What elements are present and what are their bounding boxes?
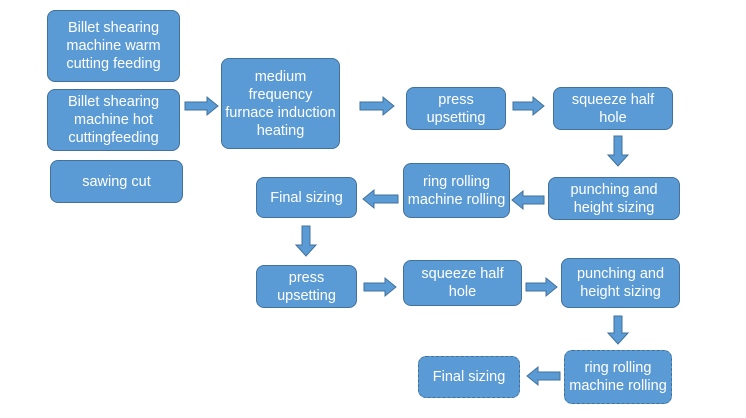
node-label: sawing cut	[82, 173, 151, 190]
node-label: Final sizing	[432, 369, 506, 385]
billet-hot-cutting-node: Billet shearing machine hot cuttingfeedi…	[47, 89, 180, 151]
arrow-right-icon	[359, 95, 395, 117]
arrow-down-icon	[606, 315, 630, 345]
node-label: Final sizing	[270, 189, 343, 206]
node-label: punching and height sizing	[570, 181, 658, 216]
node-label: punching and height sizing	[576, 266, 665, 300]
arrow-right-icon	[525, 276, 558, 298]
node-label: squeeze half hole	[421, 266, 504, 300]
press-upsetting-node-1: press upsetting	[406, 87, 506, 130]
press-upsetting-node-2: press upsetting	[256, 265, 357, 308]
node-label: ring rolling machine rolling	[407, 173, 506, 208]
arrow-left-icon	[511, 189, 545, 211]
node-label: Billet shearing machine warm cutting fee…	[66, 20, 161, 72]
node-label: squeeze half hole	[571, 91, 655, 126]
ring-rolling-node-2: ring rolling machine rolling	[564, 350, 672, 404]
arrow-right-icon	[363, 276, 397, 298]
final-sizing-node-1: Final sizing	[256, 177, 357, 218]
arrow-down-icon	[606, 135, 630, 167]
node-label: Billet shearing machine hot cuttingfeedi…	[67, 94, 160, 146]
node-label: medium frequency furnace induction heati…	[225, 68, 336, 139]
arrow-right-icon	[512, 95, 545, 117]
punching-height-sizing-node-2: punching and height sizing	[561, 258, 680, 308]
punching-height-sizing-node-1: punching and height sizing	[548, 177, 680, 220]
ring-rolling-node-1: ring rolling machine rolling	[403, 163, 510, 218]
final-sizing-node-2: Final sizing	[418, 356, 520, 398]
furnace-heating-node: medium frequency furnace induction heati…	[221, 58, 340, 149]
arrow-down-icon	[294, 225, 318, 257]
billet-warm-cutting-node: Billet shearing machine warm cutting fee…	[47, 10, 180, 82]
node-label: press upsetting	[426, 91, 486, 126]
node-label: ring rolling machine rolling	[569, 360, 667, 394]
squeeze-half-hole-node-2: squeeze half hole	[403, 260, 522, 306]
arrow-right-icon	[184, 95, 219, 117]
node-label: press upsetting	[277, 269, 336, 304]
sawing-cut-node: sawing cut	[50, 160, 183, 203]
arrow-left-icon	[362, 188, 399, 210]
arrow-left-icon	[526, 365, 561, 387]
squeeze-half-hole-node-1: squeeze half hole	[553, 87, 673, 130]
